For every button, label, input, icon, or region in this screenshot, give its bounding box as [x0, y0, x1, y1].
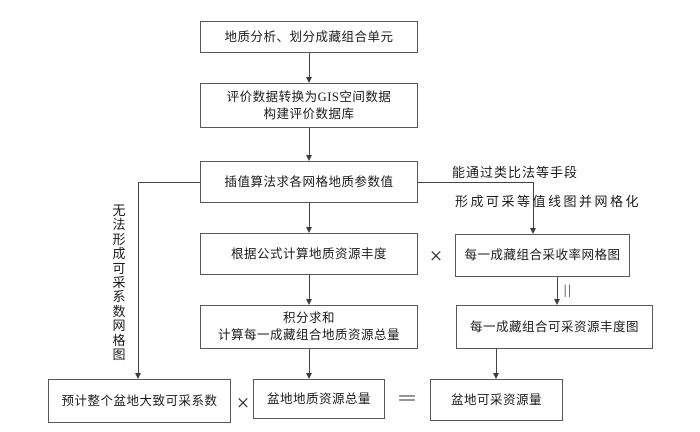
- arrowhead-down-icon: [305, 77, 312, 83]
- arrowhead-down-icon: [492, 373, 499, 379]
- arrowhead-down-icon: [305, 299, 312, 305]
- box-interpolation: 插值算法求各网格地质参数值: [200, 161, 418, 203]
- arrowhead-down-icon: [305, 155, 312, 161]
- connector-right-branch-v: [533, 182, 534, 229]
- connector-left-branch-v: [138, 182, 139, 374]
- arrowhead-down-icon: [134, 373, 141, 379]
- box-gis-database: 评价数据转换为GIS空间数据 构建评价数据库: [200, 83, 418, 128]
- vertical-equals-operator: ||: [563, 283, 573, 298]
- connector-5-basin-total: [309, 349, 310, 374]
- connector-1-2: [309, 53, 310, 78]
- note-cannot-form-grid: 无法形成可采系数网格图: [112, 203, 126, 363]
- box-recovery-grid: 每一成藏组合采收率网格图: [455, 234, 630, 277]
- connector-map-to-basin: [496, 349, 497, 374]
- arrowhead-down-icon: [553, 299, 560, 305]
- box-basin-recoverable: 盆地可采资源量: [430, 379, 563, 421]
- arrowhead-down-icon: [305, 373, 312, 379]
- box-basin-geological-total: 盆地地质资源总量: [253, 379, 385, 419]
- box-estimate-coefficient: 预计整个盆地大致可采系数: [48, 379, 231, 423]
- note-analogy-line1: 能通过类比法等手段: [452, 165, 579, 180]
- box-integral-sum: 积分求和 计算每一成藏组合地质资源总量: [200, 305, 418, 349]
- connector-right-branch-h: [418, 182, 533, 183]
- multiply-operator-top: ×: [429, 243, 443, 269]
- connector-left-branch-h: [138, 182, 200, 183]
- box-formula-abundance: 根据公式计算地质资源丰度: [200, 233, 418, 275]
- connector-4-5: [309, 275, 310, 300]
- box-recoverable-abundance-map: 每一成藏组合可采资源丰度图: [456, 305, 653, 349]
- connector-grid-to-map: [557, 277, 558, 300]
- equals-operator-bottom: =: [397, 388, 417, 410]
- connector-3-4: [309, 203, 310, 228]
- arrowhead-down-icon: [529, 228, 536, 234]
- arrowhead-down-icon: [305, 227, 312, 233]
- connector-2-3: [309, 128, 310, 156]
- box-geological-analysis: 地质分析、划分成藏组合单元: [200, 21, 418, 53]
- multiply-operator-bottom: ×: [236, 390, 250, 416]
- note-analogy-line2: 形成可采等值线图并网格化: [455, 194, 642, 209]
